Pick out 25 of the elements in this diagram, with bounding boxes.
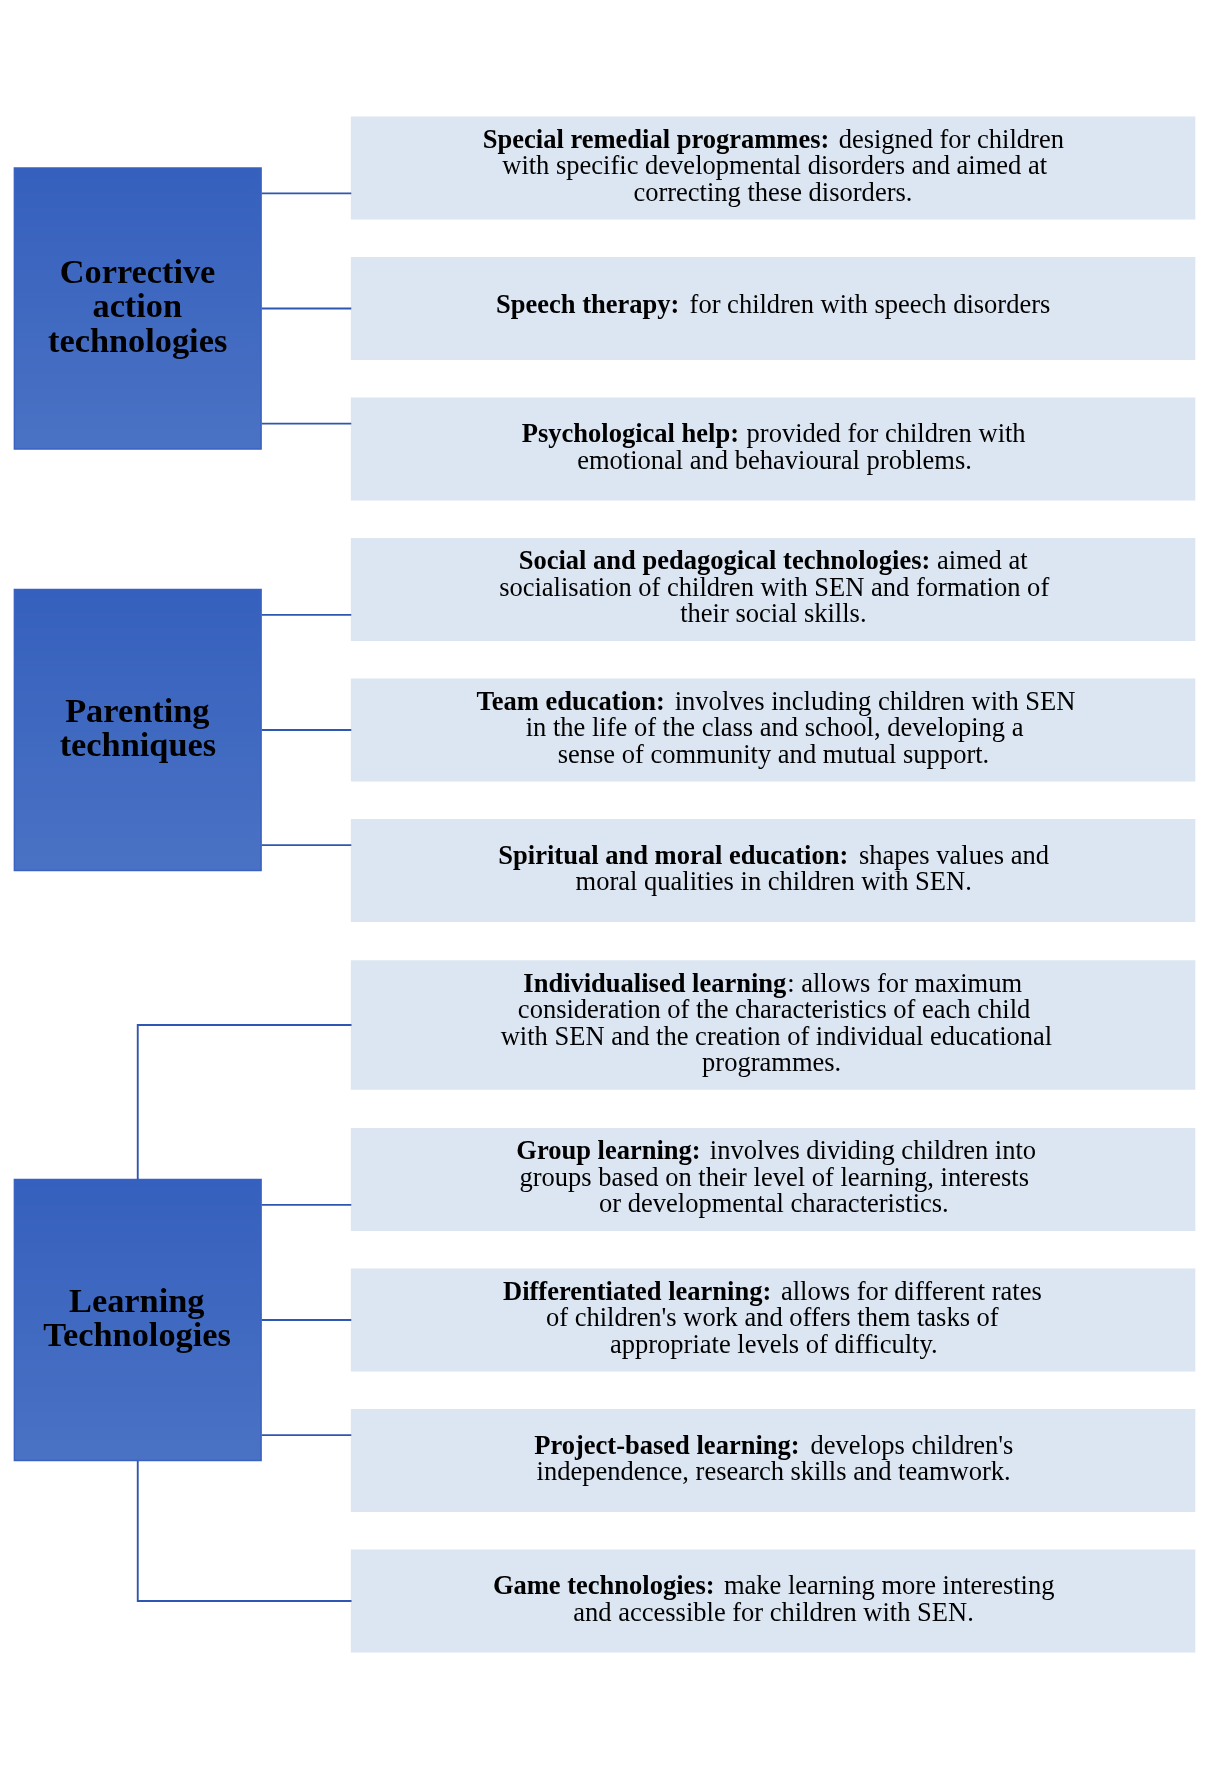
node-box: Parenting techniques (13, 588, 262, 872)
node-box: Differentiated learning: allows for different rates of children's work and offers them tasks of appropriate levels of difficulty. (350, 1268, 1196, 1372)
connector (260, 613, 353, 616)
node-box: Learning Technologies (13, 1178, 262, 1462)
node-box: Project-based learning: develops children's independence, research skills and teamwork. (350, 1409, 1196, 1513)
node-box: Team education: involves including children with SEN in the life of the class and school, developing a sense of community and mutual support. (350, 678, 1196, 782)
node-box: Game technologies: make learning more interesting and accessible for children with SEN. (350, 1549, 1196, 1653)
connector (136, 1460, 353, 1602)
connector (260, 422, 353, 425)
node-box: Special remedial programmes: designed for children with specific developmental disorders and aimed at correcting these disorders. (350, 116, 1196, 220)
connector (260, 192, 353, 195)
node-box: Social and pedagogical technologies: aimed at socialisation of children with SEN and formation of their social skills. (350, 537, 1196, 641)
connector (136, 1024, 353, 1181)
node-box: Speech therapy: for children with speech disorders (350, 256, 1196, 360)
node-box: Individualised learning: allows for maximum consideration of the characteristics of each child with SEN and the creation of individual educational programmes. (350, 960, 1196, 1090)
node-box: Group learning: involves dividing children into groups based on their level of learning, interests or developmental characteristics. (350, 1128, 1196, 1232)
connector (260, 307, 353, 310)
node-box: Corrective action technologies (13, 167, 262, 450)
node-box: Psychological help: provided for children with emotional and behavioural problems. (350, 397, 1196, 501)
connector (260, 1434, 353, 1437)
connector (260, 844, 353, 846)
connector (260, 1319, 353, 1321)
connector (260, 1203, 353, 1206)
connector (260, 729, 353, 731)
node-box: Spiritual and moral education: shapes values and moral qualities in children with SEN. (350, 818, 1196, 922)
